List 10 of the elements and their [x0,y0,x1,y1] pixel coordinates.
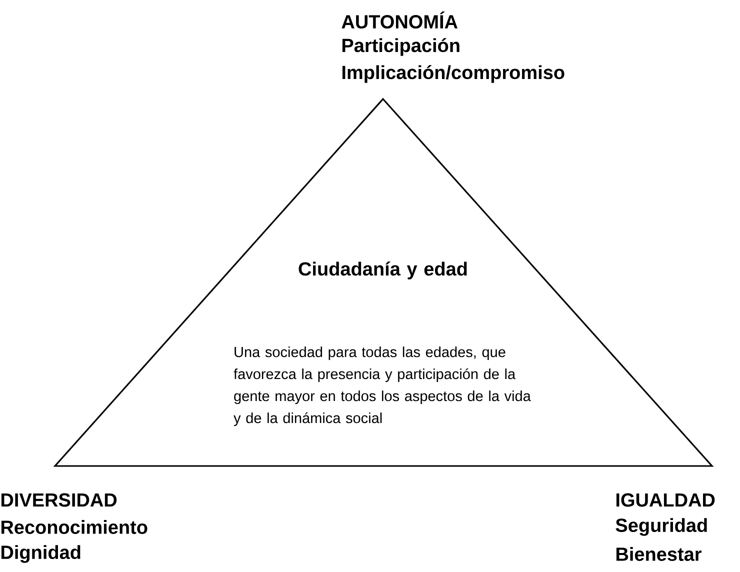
corner-label: Reconocimiento [1,520,148,534]
corner-label: AUTONOMÍA [342,12,458,28]
corner-label: IGUALDAD [616,493,715,507]
corner-label: Dignidad [1,545,80,563]
description: Una sociedad para todas las edades, que favorezca la presencia y participación de la gente mayor en todos los aspectos de la vida y de la dinámica social [234,346,531,426]
corner-label: Seguridad [616,518,707,536]
corner-label: Participación [342,38,460,56]
corner-label: Bienestar [616,547,702,561]
corner-label: DIVERSIDAD [1,493,117,507]
heading: Ciudadanía y edad [298,262,467,280]
